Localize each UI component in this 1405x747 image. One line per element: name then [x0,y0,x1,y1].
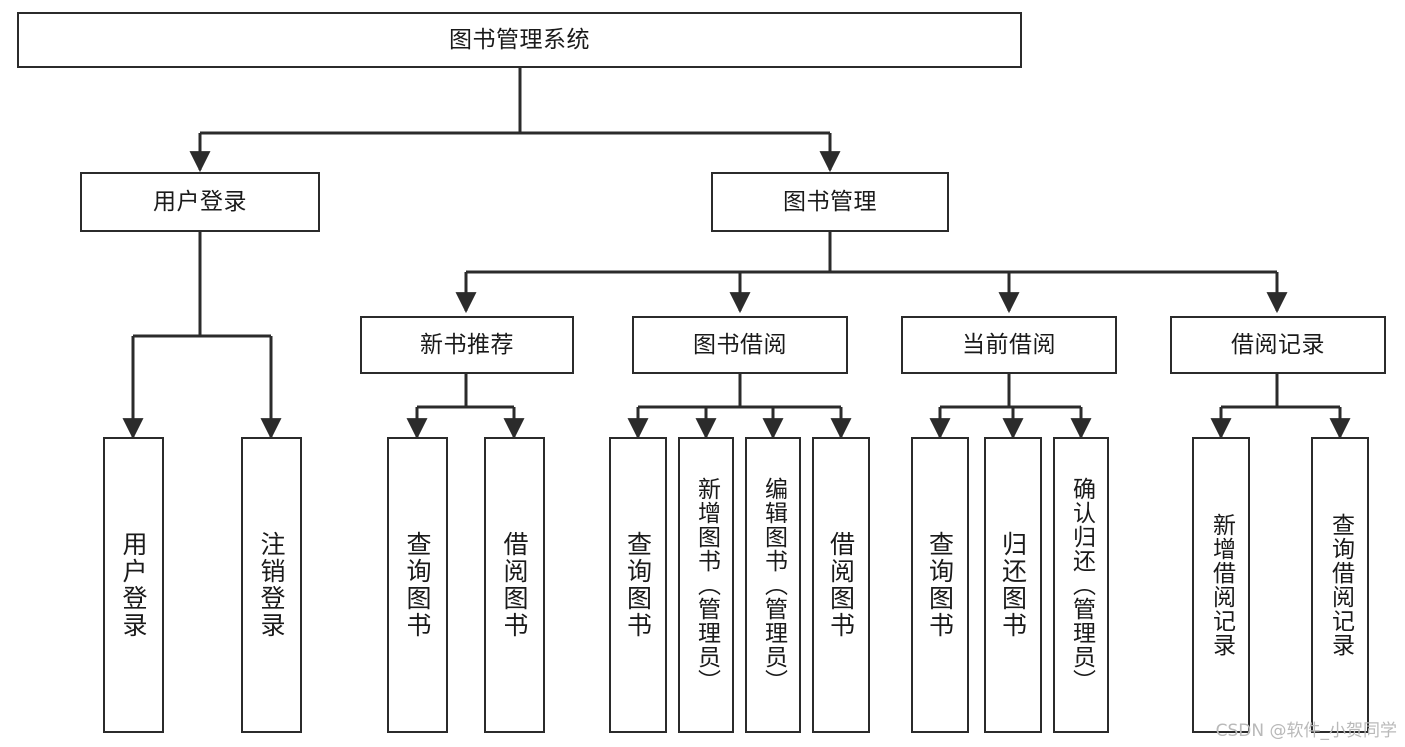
leaf-query-book-current[interactable]: 查询图书 [911,437,969,733]
leaf-logout-login[interactable]: 注销登录 [241,437,302,733]
leaf-add-book[interactable]: 新增图书（管理员） [678,437,734,733]
leaf-query-book-recommend[interactable]: 查询图书 [387,437,448,733]
node-label: 编辑图书（管理员） [760,477,787,693]
node-label: 借阅图书 [500,531,529,639]
node-label: 归还图书 [998,531,1028,639]
node-label: 用户登录 [153,188,247,215]
node-label: 新增借阅记录 [1208,513,1235,657]
node-label: 注销登录 [257,531,286,639]
node-borrow-record[interactable]: 借阅记录 [1170,316,1386,374]
leaf-borrow-book-borrow[interactable]: 借阅图书 [812,437,870,733]
leaf-confirm-return[interactable]: 确认归还（管理员） [1053,437,1109,733]
node-current-borrow[interactable]: 当前借阅 [901,316,1117,374]
leaf-add-borrow-record[interactable]: 新增借阅记录 [1192,437,1250,733]
node-label: 新书推荐 [420,331,514,358]
leaf-return-book[interactable]: 归还图书 [984,437,1042,733]
node-root-system[interactable]: 图书管理系统 [17,12,1022,68]
node-label: 图书管理系统 [449,26,590,53]
node-label: 当前借阅 [962,331,1056,358]
leaf-borrow-book-recommend[interactable]: 借阅图书 [484,437,545,733]
leaf-query-borrow-record[interactable]: 查询借阅记录 [1311,437,1369,733]
node-label: 查询图书 [623,531,653,639]
csdn-watermark: CSDN @软件_小贺同学 [1215,721,1397,741]
leaf-edit-book[interactable]: 编辑图书（管理员） [745,437,801,733]
node-user-login[interactable]: 用户登录 [80,172,320,232]
node-label: 查询图书 [925,531,955,639]
node-label: 借阅记录 [1231,331,1325,358]
node-new-book-recommend[interactable]: 新书推荐 [360,316,574,374]
leaf-query-book-borrow[interactable]: 查询图书 [609,437,667,733]
node-book-borrow[interactable]: 图书借阅 [632,316,848,374]
node-label: 查询图书 [403,531,432,639]
node-label: 图书借阅 [693,331,787,358]
node-label: 新增图书（管理员） [693,477,720,693]
node-label: 图书管理 [783,188,877,215]
node-label: 用户登录 [119,531,148,639]
node-label: 借阅图书 [826,531,856,639]
node-label: 查询借阅记录 [1327,513,1354,657]
node-label: 确认归还（管理员） [1068,477,1095,693]
leaf-user-login[interactable]: 用户登录 [103,437,164,733]
node-book-manage[interactable]: 图书管理 [711,172,949,232]
